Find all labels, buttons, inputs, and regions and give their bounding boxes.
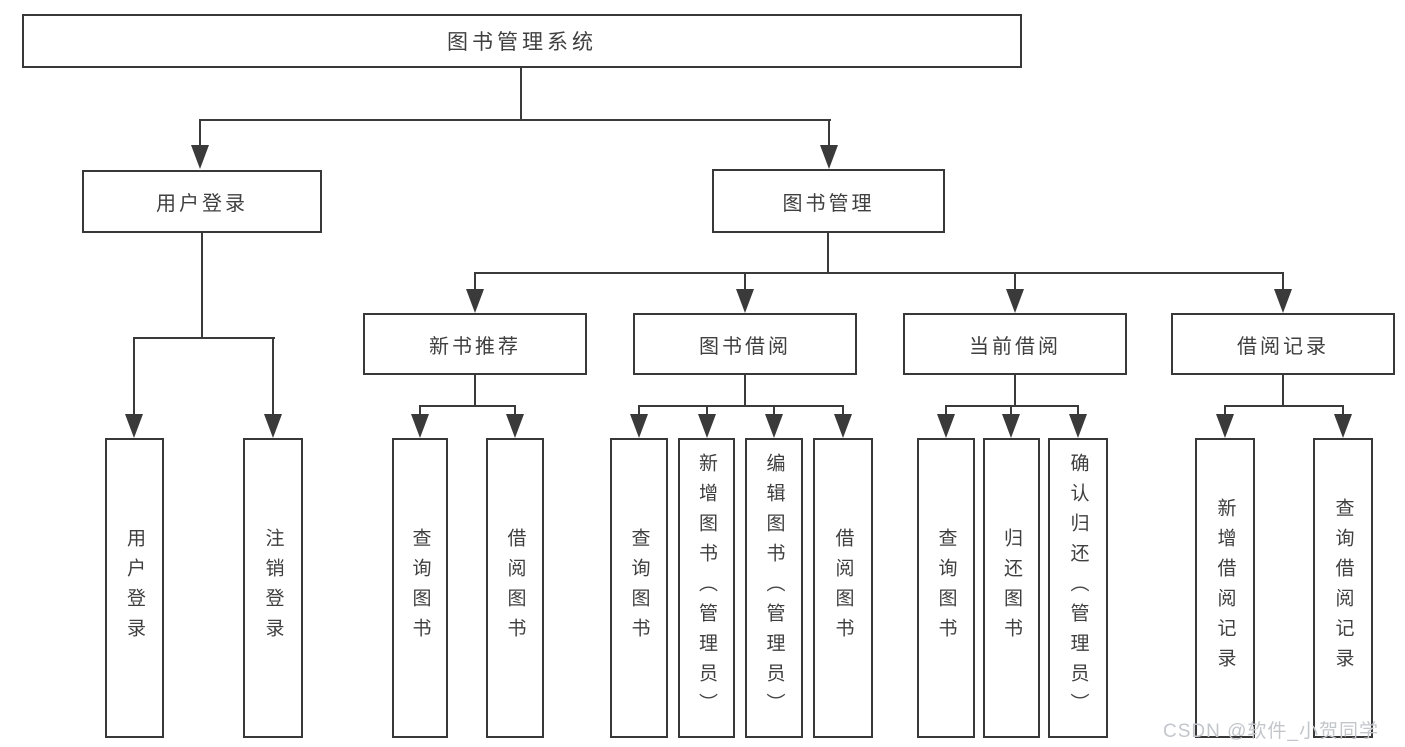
- connector-line: [1224, 405, 1344, 407]
- node-label: 借阅记录: [1237, 335, 1329, 358]
- connector-line: [744, 375, 746, 407]
- arrow-down-icon: [1274, 289, 1292, 313]
- arrow-down-icon: [411, 414, 429, 438]
- connector-line: [474, 272, 1284, 274]
- connector-line: [828, 119, 830, 147]
- connector-line: [1077, 405, 1079, 417]
- connector-line: [474, 375, 476, 407]
- connector-line: [638, 405, 640, 417]
- node-label: 新增借阅记录: [1214, 498, 1236, 678]
- node-label: 查询图书: [935, 528, 957, 648]
- node-label: 图书管理系统: [447, 31, 597, 54]
- arrow-down-icon: [1006, 289, 1024, 313]
- node-label: 注销登录: [262, 528, 284, 648]
- leaf-add-book-admin: 新增图书（管理员）: [678, 438, 735, 738]
- leaf-user-login: 用户登录: [105, 438, 164, 738]
- node-label: 借阅图书: [832, 528, 854, 648]
- connector-line: [520, 68, 522, 121]
- node-label: 归还图书: [1001, 528, 1022, 648]
- arrow-down-icon: [125, 414, 143, 438]
- leaf-query-book-recommend: 查询图书: [392, 438, 448, 738]
- node-current-borrow: 当前借阅: [903, 313, 1127, 375]
- node-book-management: 图书管理: [712, 169, 945, 233]
- node-label: 确认归还（管理员）: [1067, 453, 1089, 723]
- arrow-down-icon: [1069, 414, 1087, 438]
- arrow-down-icon: [765, 414, 783, 438]
- node-user-login: 用户登录: [82, 170, 322, 233]
- leaf-borrow-book-recommend: 借阅图书: [486, 438, 544, 738]
- arrow-down-icon: [820, 145, 838, 169]
- connector-line: [1014, 375, 1016, 407]
- connector-line: [514, 405, 516, 417]
- connector-line: [1010, 405, 1012, 417]
- arrow-down-icon: [264, 414, 282, 438]
- node-library-management-system: 图书管理系统: [22, 14, 1022, 68]
- leaf-query-book-borrow: 查询图书: [610, 438, 668, 738]
- arrow-down-icon: [698, 414, 716, 438]
- connector-line: [133, 337, 135, 417]
- connector-line: [419, 405, 516, 407]
- connector-line: [1342, 405, 1344, 417]
- leaf-return-book: 归还图书: [983, 438, 1040, 738]
- arrow-down-icon: [506, 414, 524, 438]
- leaf-logout: 注销登录: [243, 438, 303, 738]
- node-label: 查询借阅记录: [1332, 498, 1354, 678]
- node-label: 新书推荐: [429, 335, 521, 358]
- arrow-down-icon: [1216, 414, 1234, 438]
- node-label: 借阅图书: [504, 528, 526, 648]
- node-label: 查询图书: [628, 528, 650, 648]
- connector-line: [201, 233, 203, 339]
- node-label: 用户登录: [156, 193, 248, 215]
- leaf-edit-book-admin: 编辑图书（管理员）: [745, 438, 803, 738]
- connector-line: [945, 405, 947, 417]
- connector-line: [1282, 375, 1284, 407]
- connector-line: [1014, 272, 1016, 291]
- node-label: 查询图书: [409, 528, 431, 648]
- node-book-borrow: 图书借阅: [633, 313, 857, 375]
- connector-line: [1282, 272, 1284, 291]
- arrow-down-icon: [191, 145, 209, 169]
- leaf-add-borrow-record: 新增借阅记录: [1195, 438, 1255, 738]
- arrow-down-icon: [736, 289, 754, 313]
- arrow-down-icon: [1334, 414, 1352, 438]
- connector-line: [199, 119, 831, 121]
- node-label: 新增图书（管理员）: [696, 453, 717, 723]
- leaf-borrow-book: 借阅图书: [813, 438, 873, 738]
- connector-line: [638, 405, 844, 407]
- node-label: 图书借阅: [699, 335, 791, 358]
- node-label: 图书管理: [782, 192, 875, 215]
- arrow-down-icon: [937, 414, 955, 438]
- connector-line: [272, 337, 274, 417]
- node-label: 用户登录: [124, 528, 145, 648]
- csdn-watermark: CSDN @软件_小贺同学: [1163, 721, 1379, 742]
- connector-line: [1224, 405, 1226, 417]
- connector-line: [744, 272, 746, 291]
- arrow-down-icon: [1002, 414, 1020, 438]
- arrow-down-icon: [630, 414, 648, 438]
- connector-line: [134, 337, 275, 339]
- connector-line: [199, 119, 201, 147]
- connector-line: [474, 272, 476, 291]
- node-borrow-records: 借阅记录: [1171, 313, 1395, 375]
- connector-line: [827, 233, 829, 274]
- arrow-down-icon: [834, 414, 852, 438]
- connector-line: [773, 405, 775, 417]
- leaf-confirm-return-admin: 确认归还（管理员）: [1048, 438, 1108, 738]
- node-new-book-recommend: 新书推荐: [363, 313, 587, 375]
- leaf-query-borrow-record: 查询借阅记录: [1313, 438, 1373, 738]
- node-label: 当前借阅: [969, 335, 1061, 358]
- node-label: 编辑图书（管理员）: [763, 453, 785, 723]
- connector-line: [945, 405, 1079, 407]
- connector-line: [419, 405, 421, 417]
- connector-line: [706, 405, 708, 417]
- connector-line: [842, 405, 844, 417]
- arrow-down-icon: [466, 289, 484, 313]
- leaf-query-book-current: 查询图书: [917, 438, 975, 738]
